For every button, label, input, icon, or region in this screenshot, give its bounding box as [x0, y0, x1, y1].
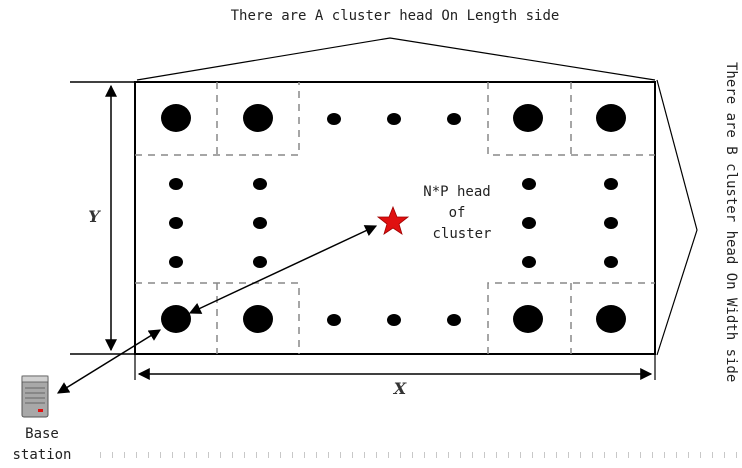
- length-side-caption: There are A cluster head On Length side: [231, 8, 560, 24]
- sensor-node: [253, 178, 267, 190]
- sensor-node: [169, 217, 183, 229]
- base-station-label-line2: station: [12, 447, 71, 463]
- length-bracket: [136, 37, 656, 81]
- sensor-node: [387, 113, 401, 125]
- cluster-head-node: [513, 305, 543, 333]
- server-icon: [21, 375, 49, 418]
- sensor-node: [522, 256, 536, 268]
- sensor-node: [604, 217, 618, 229]
- center-label-line3: cluster: [432, 226, 491, 242]
- sensor-node: [604, 256, 618, 268]
- cluster-cell-top-right: [487, 82, 655, 156]
- sensor-node: [169, 178, 183, 190]
- width-bracket: [656, 79, 698, 356]
- cluster-head-node: [596, 305, 626, 333]
- cluster-head-node: [243, 305, 273, 333]
- cluster-head-node: [513, 104, 543, 132]
- cluster-cell-top-left: [135, 82, 300, 156]
- cluster-cell-bottom-left: [135, 282, 300, 354]
- sensor-node: [387, 314, 401, 326]
- cluster-head-node: [161, 104, 191, 132]
- x-axis-label: X: [393, 379, 407, 398]
- sensor-field: [134, 81, 656, 355]
- sensor-node: [253, 217, 267, 229]
- sensor-node: [447, 113, 461, 125]
- sensor-node: [447, 314, 461, 326]
- sensor-node: [604, 178, 618, 190]
- star-icon: [376, 205, 410, 235]
- center-label-line2: of: [449, 205, 466, 221]
- star-to-cluster-head-link: [188, 225, 378, 314]
- sensor-node: [522, 217, 536, 229]
- cluster-head-nodes: [161, 104, 626, 333]
- width-side-caption: There are B cluster head On Width side: [723, 62, 739, 382]
- cluster-head-node: [243, 104, 273, 132]
- sensor-node: [169, 256, 183, 268]
- cluster-cell-bottom-right: [487, 282, 655, 354]
- sensor-node: [327, 314, 341, 326]
- cluster-head-node: [161, 305, 191, 333]
- cluster-head-to-base-link: [56, 329, 162, 394]
- sensor-node: [327, 113, 341, 125]
- sensor-node: [522, 178, 536, 190]
- center-label-line1: N*P head: [423, 184, 490, 200]
- cluster-head-node: [596, 104, 626, 132]
- sensor-node: [253, 256, 267, 268]
- base-station-label-line1: Base: [25, 426, 59, 442]
- y-axis-label: Y: [88, 207, 101, 226]
